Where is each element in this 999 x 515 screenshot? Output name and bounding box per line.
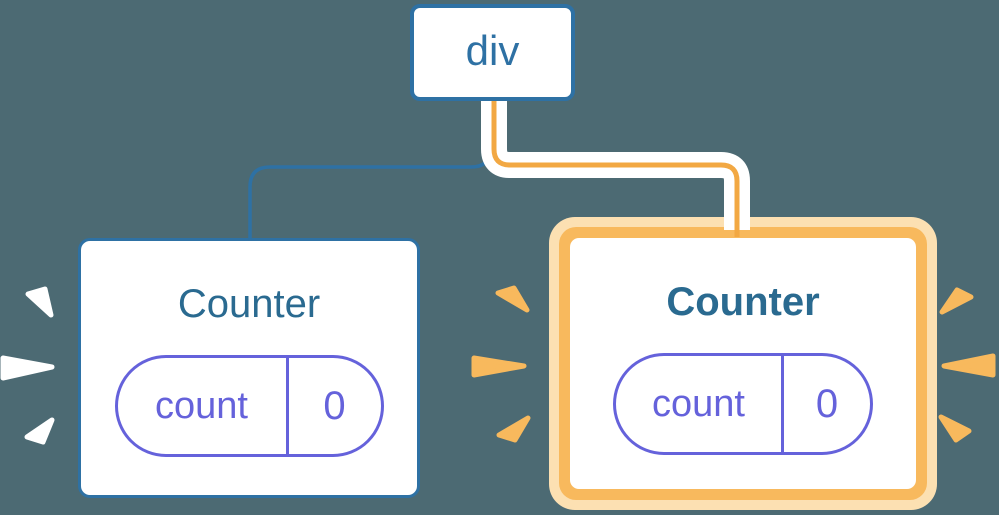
counter-title-left: Counter bbox=[177, 282, 321, 326]
state-value-left: 0 bbox=[323, 383, 346, 428]
state-pill-right: count 0 bbox=[613, 353, 873, 455]
counter-title-right: Counter bbox=[666, 280, 820, 324]
counter-card-left: Counter count 0 bbox=[78, 238, 420, 498]
root-node-label: div bbox=[465, 26, 520, 74]
spark-burst-orange-left bbox=[471, 285, 531, 443]
counter-card-left-content: Counter count 0 bbox=[81, 241, 417, 457]
edge-to-right-counter-casing bbox=[481, 101, 750, 230]
spark-orange-right-bottom-icon bbox=[938, 414, 972, 443]
counter-card-right-content: Counter count 0 bbox=[570, 238, 916, 455]
state-pill-divider-right bbox=[781, 356, 784, 452]
state-key-left: count bbox=[155, 384, 248, 427]
spark-white-bottom-icon bbox=[24, 417, 55, 445]
spark-orange-right-top-icon bbox=[939, 287, 974, 315]
spark-white-middle-icon bbox=[0, 355, 55, 381]
counter-card-right-highlight-glow: Counter count 0 bbox=[549, 217, 937, 510]
spark-orange-right-middle-icon bbox=[941, 353, 996, 378]
counter-card-right: Counter count 0 bbox=[570, 238, 916, 489]
state-pill-left: count 0 bbox=[114, 355, 384, 457]
spark-orange-left-top-icon bbox=[495, 285, 530, 313]
counter-card-right-highlight-ring: Counter count 0 bbox=[559, 227, 927, 500]
state-value-right: 0 bbox=[815, 381, 839, 426]
edge-to-left-counter bbox=[248, 101, 493, 241]
spark-burst-orange-right bbox=[938, 287, 996, 443]
spark-orange-left-middle-icon bbox=[471, 355, 527, 378]
state-pill-divider-left bbox=[285, 358, 289, 454]
spark-burst-white-left bbox=[0, 286, 55, 445]
root-node-div: div bbox=[410, 4, 575, 101]
spark-white-top-icon bbox=[25, 286, 54, 318]
state-key-right: count bbox=[652, 382, 745, 425]
spark-orange-left-bottom-icon bbox=[496, 415, 531, 443]
